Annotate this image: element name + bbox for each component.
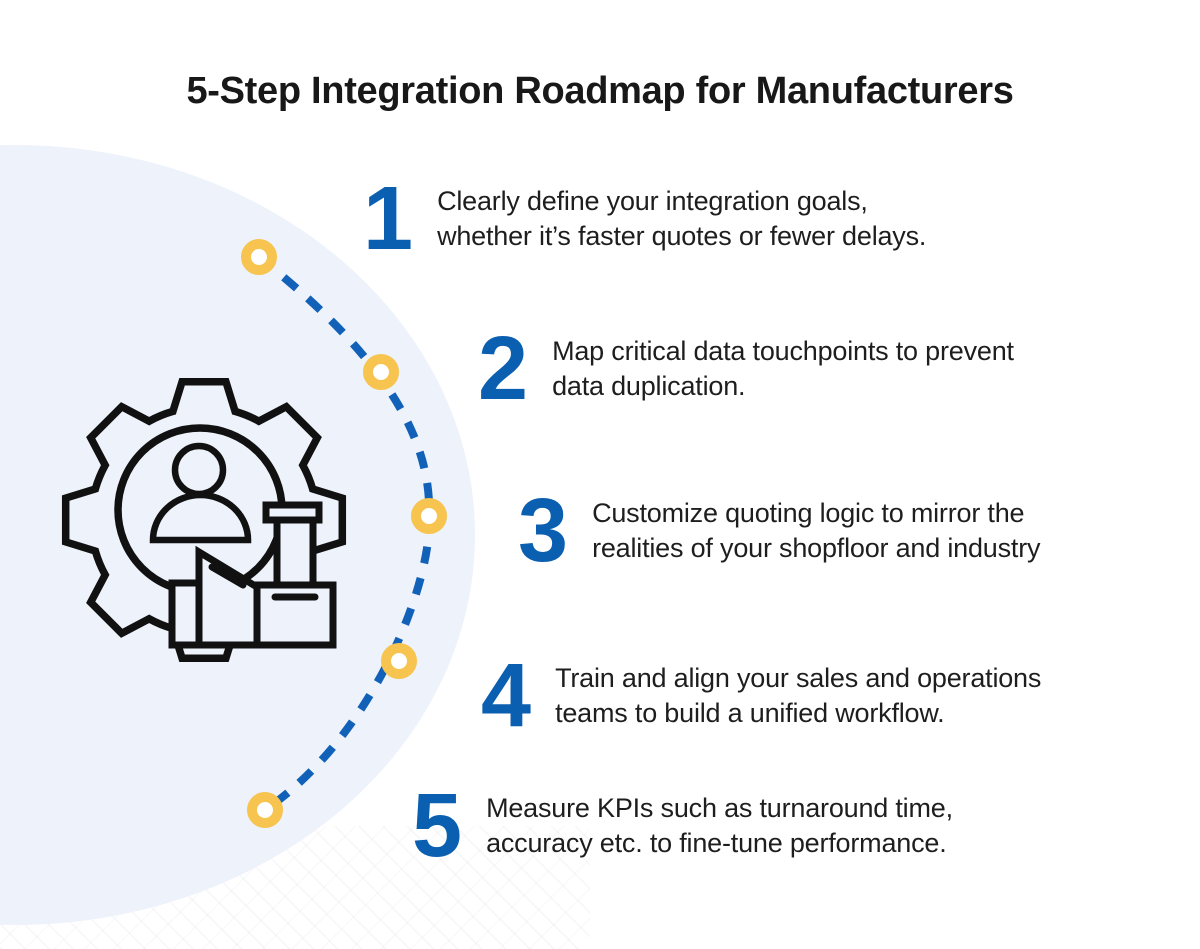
step-3-number: 3	[518, 481, 568, 581]
step-4-number: 4	[481, 646, 531, 746]
step-1: 1 Clearly define your integration goals,…	[363, 169, 927, 269]
page-title: 5-Step Integration Roadmap for Manufactu…	[186, 70, 1014, 112]
step-5: 5 Measure KPIs such as turnaround time, …	[412, 776, 953, 876]
roadmap-dot	[247, 792, 283, 828]
step-3-description: Customize quoting logic to mirror the re…	[592, 498, 1041, 563]
step-2: 2 Map critical data touchpoints to preve…	[478, 319, 1014, 419]
step-2-description: Map critical data touchpoints to prevent…	[552, 336, 1014, 401]
step-4: 4 Train and align your sales and operati…	[481, 646, 1042, 746]
roadmap-dot	[241, 239, 277, 275]
roadmap-dot	[363, 354, 399, 390]
step-5-description: Measure KPIs such as turnaround time, ac…	[486, 793, 953, 858]
step-1-number: 1	[363, 169, 413, 269]
step-2-number: 2	[478, 319, 528, 419]
gear-person-factory-icon	[61, 377, 347, 663]
roadmap-dot	[381, 643, 417, 679]
step-4-description: Train and align your sales and operation…	[555, 663, 1042, 728]
person-icon	[149, 442, 252, 544]
roadmap-dot	[411, 498, 447, 534]
step-5-number: 5	[412, 776, 462, 876]
step-1-description: Clearly define your integration goals, w…	[437, 186, 927, 251]
factory-icon	[168, 501, 337, 649]
step-3: 3 Customize quoting logic to mirror the …	[518, 481, 1041, 581]
